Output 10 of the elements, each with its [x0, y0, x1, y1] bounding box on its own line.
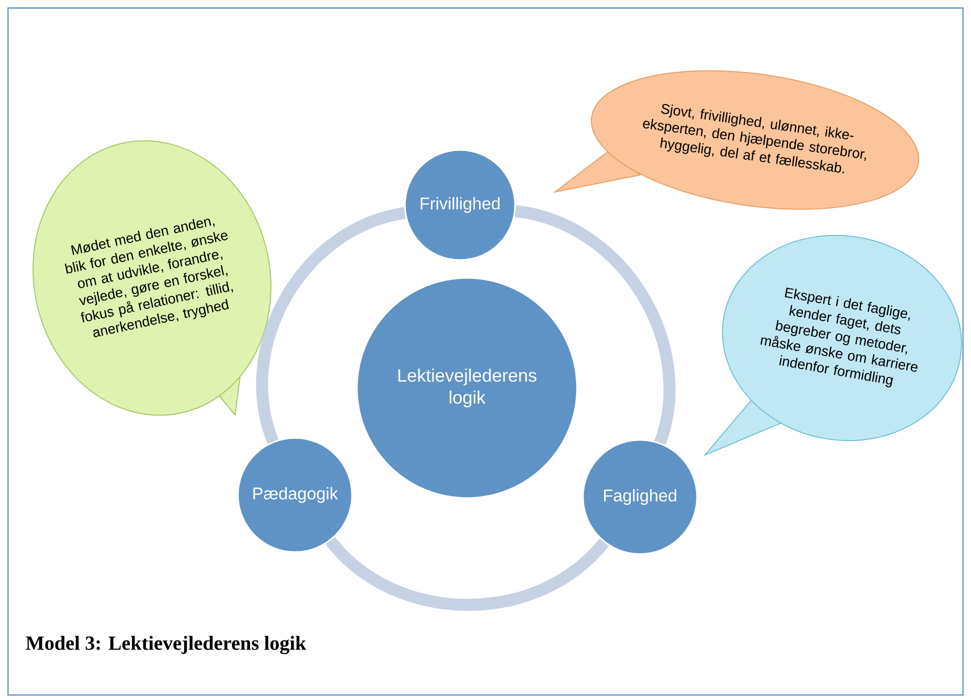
circle-node: Frivillighed: [404, 149, 516, 261]
circle-node: Faglighed: [582, 439, 698, 555]
caption: Model 3: Lektievejlederens logik: [26, 636, 306, 654]
circle-node: Lektievejlederens logik: [356, 277, 578, 499]
circle-node: Pædagogik: [237, 437, 353, 553]
speech-bubble: Ekspert i det faglige, kender faget, dets begreber og metoder, måske ønske om karriere indenfor formidling: [703, 235, 962, 456]
ring-arc: [256, 207, 406, 444]
speech-bubble: Sjovt, frivillighed, ulønnet, ikke-eksperten, den hjælpende storebror, hyggelig, del af et fællesskab.: [552, 70, 919, 210]
ring-arc: [514, 205, 676, 444]
ring-arc: [326, 536, 609, 611]
